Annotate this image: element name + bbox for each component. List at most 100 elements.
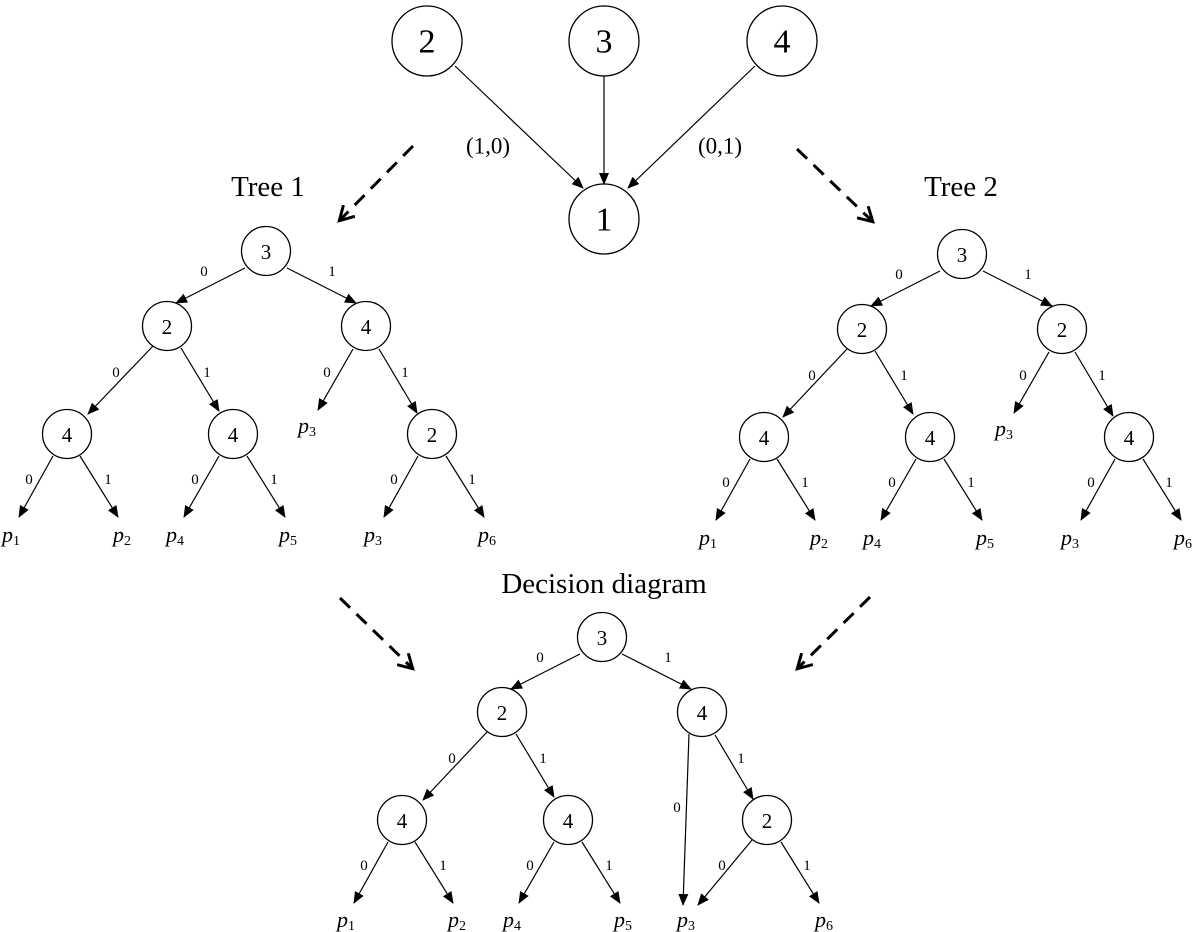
t2-leaf-p1: p1 bbox=[697, 525, 717, 552]
edge-4-to-1 bbox=[627, 65, 756, 189]
t1-edge-label: 0 bbox=[323, 365, 331, 381]
t1-leaf-p3b: p3 bbox=[362, 522, 382, 549]
svg-text:2: 2 bbox=[497, 701, 508, 725]
dashed-arrow-to-tree1 bbox=[340, 144, 415, 220]
t1-edge bbox=[79, 455, 119, 518]
t2-edge bbox=[1142, 458, 1182, 521]
t2-leaf-p5: p5 bbox=[974, 525, 994, 552]
svg-text:3: 3 bbox=[957, 243, 968, 267]
dd-edge bbox=[510, 653, 581, 690]
dd-leaf-p3: p3 bbox=[675, 907, 695, 932]
t2-edge bbox=[1013, 351, 1050, 414]
t2-edge bbox=[776, 458, 816, 521]
t1-leaf-p5: p5 bbox=[277, 522, 297, 549]
svg-text:2: 2 bbox=[162, 315, 173, 339]
top-node-4: 4 bbox=[746, 5, 818, 77]
dashed-arrow-tree1-to-diagram bbox=[338, 596, 412, 668]
t1-edge bbox=[286, 267, 357, 304]
dd-leaf-p1: p1 bbox=[335, 907, 355, 932]
t1-edge bbox=[317, 348, 354, 411]
t2-edge-label: 0 bbox=[888, 475, 896, 491]
t1-node-l: 2 bbox=[141, 300, 193, 352]
t2-edge bbox=[880, 458, 917, 521]
t1-edge bbox=[378, 348, 418, 414]
t1-edge bbox=[175, 267, 246, 304]
t1-edge-label: 1 bbox=[104, 472, 112, 488]
diagram-title: Decision diagram bbox=[501, 568, 707, 600]
svg-text:2: 2 bbox=[762, 809, 773, 833]
t1-edge-label: 0 bbox=[112, 365, 120, 381]
svg-text:4: 4 bbox=[925, 426, 936, 450]
edge-2-to-1 bbox=[454, 65, 584, 189]
t2-edge bbox=[870, 270, 941, 307]
t2-node-r: 2 bbox=[1036, 303, 1088, 355]
dd-edge bbox=[621, 653, 692, 690]
svg-text:3: 3 bbox=[261, 240, 272, 264]
t1-edge-label: 1 bbox=[328, 264, 336, 280]
dd-edge-label: 0 bbox=[673, 800, 681, 816]
t2-edge bbox=[782, 348, 848, 418]
dd-edge bbox=[353, 841, 389, 904]
t2-edge-label: 0 bbox=[722, 475, 730, 491]
t2-edge bbox=[982, 270, 1053, 307]
t1-node-ll: 4 bbox=[41, 408, 93, 460]
dd-node-lr: 4 bbox=[542, 794, 594, 846]
dd-node-root: 3 bbox=[576, 611, 628, 663]
t2-leaf-p3a: p3 bbox=[993, 416, 1013, 443]
svg-text:4: 4 bbox=[1124, 426, 1135, 450]
tree2: 0 1 0 1 0 1 0 1 0 1 0 1 3 2 2 4 4 bbox=[697, 228, 1192, 552]
decision-diagram: 0 1 0 1 0 1 0 1 0 1 0 1 3 2 4 4 4 bbox=[335, 611, 833, 932]
t2-leaf-p3b: p3 bbox=[1059, 525, 1079, 552]
dd-edge-label: 0 bbox=[448, 751, 456, 767]
dashed-arrow-tree2-to-diagram bbox=[798, 595, 872, 668]
svg-text:2: 2 bbox=[419, 24, 436, 61]
t1-edge bbox=[383, 455, 419, 518]
svg-text:4: 4 bbox=[563, 809, 574, 833]
top-node-2: 2 bbox=[391, 5, 463, 77]
t1-edge-label: 1 bbox=[468, 472, 476, 488]
t2-edge-label: 1 bbox=[1165, 475, 1173, 491]
dd-edge-label: 1 bbox=[664, 650, 672, 666]
t2-edge bbox=[874, 350, 914, 415]
t2-edge bbox=[715, 458, 751, 521]
dd-edge bbox=[780, 841, 820, 904]
t2-edge-label: 0 bbox=[895, 267, 903, 283]
svg-text:2: 2 bbox=[857, 318, 868, 342]
svg-text:4: 4 bbox=[361, 315, 372, 339]
dd-edge-label: 0 bbox=[536, 650, 544, 666]
t1-edge-label: 0 bbox=[191, 472, 199, 488]
t2-edge-label: 1 bbox=[900, 368, 908, 384]
t1-edge-label: 0 bbox=[390, 472, 398, 488]
t1-leaf-p6: p6 bbox=[476, 522, 496, 549]
dd-edge bbox=[515, 733, 555, 798]
dd-node-r: 4 bbox=[676, 686, 728, 738]
t2-node-ll: 4 bbox=[738, 411, 790, 463]
t1-edge bbox=[18, 455, 54, 518]
t2-edge-label: 0 bbox=[1087, 475, 1095, 491]
t2-leaf-p2: p2 bbox=[808, 525, 828, 552]
dd-edge-label: 1 bbox=[803, 858, 811, 874]
t2-edge-label: 1 bbox=[1098, 368, 1106, 384]
t1-edge bbox=[445, 455, 485, 518]
dd-edge bbox=[581, 841, 621, 904]
tree2-title: Tree 2 bbox=[924, 171, 998, 203]
dd-edge bbox=[714, 734, 754, 800]
svg-text:1: 1 bbox=[596, 202, 613, 239]
t1-edge-label: 1 bbox=[401, 365, 409, 381]
svg-text:4: 4 bbox=[62, 423, 73, 447]
t1-edge bbox=[180, 347, 220, 412]
t1-node-r: 4 bbox=[340, 300, 392, 352]
svg-text:4: 4 bbox=[774, 24, 791, 61]
dd-edge-label: 1 bbox=[737, 751, 745, 767]
dd-leaf-p6: p6 bbox=[813, 907, 833, 932]
dd-node-l: 2 bbox=[476, 686, 528, 738]
t1-leaf-p1: p1 bbox=[0, 522, 20, 549]
dd-edge-label: 1 bbox=[605, 858, 613, 874]
dd-leaf-p4: p4 bbox=[501, 907, 521, 932]
t2-edge-label: 1 bbox=[1024, 267, 1032, 283]
dashed-arrow-to-tree2 bbox=[795, 147, 872, 221]
t1-leaf-p3a: p3 bbox=[296, 413, 316, 440]
t2-node-rr: 4 bbox=[1103, 411, 1155, 463]
